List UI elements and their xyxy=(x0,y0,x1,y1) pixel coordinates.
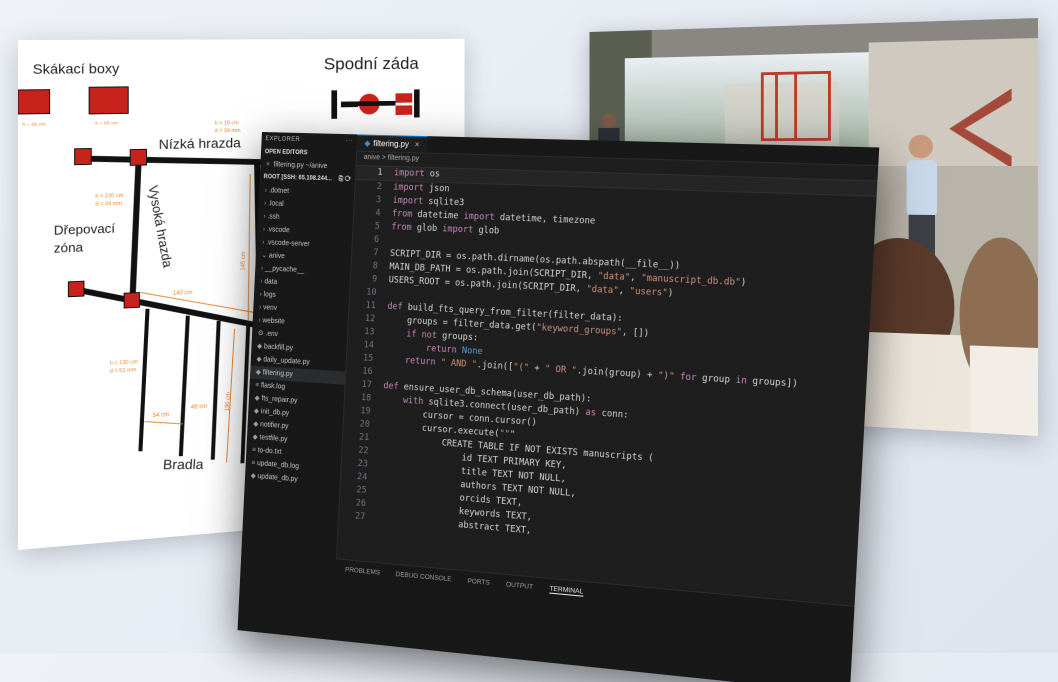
panel-tab-debug-console[interactable]: DEBUG CONSOLE xyxy=(395,570,452,584)
bottom-post-mid xyxy=(124,293,139,308)
bars-dim-d: d = 51 mm xyxy=(110,367,137,375)
python-file-icon: ◆ xyxy=(255,368,262,377)
python-file-icon: ◆ xyxy=(256,343,263,351)
tab-label: filtering.py xyxy=(373,138,410,149)
line-number: 2 xyxy=(376,181,382,193)
panel-tab-terminal[interactable]: TERMINAL xyxy=(549,585,584,597)
dim-190: 190 cm xyxy=(225,392,232,411)
vscode-window: EXPLORER ··· OPEN EDITORS × filtering.py… xyxy=(237,132,880,682)
low-bar-post-mid xyxy=(130,149,146,165)
python-file-icon: ◆ xyxy=(253,407,260,416)
explorer-actions-icon[interactable]: ⎘ ⟳ xyxy=(338,176,352,183)
squat-zone-label-1: Dřepovací xyxy=(54,221,116,238)
title-jump-boxes: Skákací boxy xyxy=(33,61,120,77)
panel-tab-ports[interactable]: PORTS xyxy=(467,577,490,587)
parallel-bar-3 xyxy=(213,321,219,460)
chevron-right-icon: › xyxy=(259,291,263,299)
code-text: import os xyxy=(393,168,441,180)
jump-box-small xyxy=(18,89,51,115)
gear-icon: ⚙ xyxy=(257,330,264,338)
python-file-icon: ◆ xyxy=(256,355,262,364)
low-bar-post-left xyxy=(75,148,92,164)
low-bar-dim-d: d = 34 mm xyxy=(215,128,241,134)
high-bar-dim-d: d = 34 mm xyxy=(95,201,122,208)
high-bar-dim-h: h = 220 cm xyxy=(95,193,124,200)
chevron-right-icon: › xyxy=(260,278,263,286)
chevron-right-icon: › xyxy=(262,239,265,247)
dim-145: 145 cm xyxy=(240,251,247,270)
title-lower-back: Spodní záda xyxy=(324,54,419,74)
chevron-right-icon: › xyxy=(264,187,268,195)
box-label-2: h = 56 cm xyxy=(95,120,118,126)
file-tree: ›.dotnet ›.local ›.ssh ›.vscode ›.vscode… xyxy=(245,184,355,490)
log-file-icon: ≡ xyxy=(251,459,256,467)
chevron-right-icon: › xyxy=(260,265,264,273)
python-file-icon: ◆ xyxy=(254,394,260,403)
high-bar xyxy=(132,165,138,304)
parallel-bar-2 xyxy=(181,316,188,457)
panel-tab-output[interactable]: OUTPUT xyxy=(505,581,534,591)
bottom-post-left xyxy=(68,281,84,297)
squat-zone-label-2: zóna xyxy=(54,239,84,255)
low-bar-dim-h: h = 18 cm xyxy=(215,120,239,126)
gym-layout-diagram: Skákací boxy Spodní záda h = 36 cm h = 5… xyxy=(18,54,420,472)
jump-box-large xyxy=(89,87,128,114)
chevron-right-icon: › xyxy=(262,226,266,234)
close-icon[interactable]: × xyxy=(414,139,420,150)
tab-filtering-py[interactable]: ◆filtering.py × xyxy=(356,134,428,153)
collage-scene: Skákací boxy Spodní záda h = 36 cm h = 5… xyxy=(18,18,1038,682)
line-number: 27 xyxy=(354,511,366,523)
text-file-icon: ≡ xyxy=(251,446,256,454)
more-actions-icon[interactable]: ··· xyxy=(345,138,354,145)
gym-layout-slide: Skákací boxy Spodní záda h = 36 cm h = 5… xyxy=(18,38,465,550)
open-editor-label: filtering.py ~/anive xyxy=(273,161,328,171)
parallel-bar-1 xyxy=(140,309,147,451)
chevron-right-icon: › xyxy=(258,317,261,325)
box-label-1: h = 36 cm xyxy=(22,122,45,128)
chevron-right-icon: › xyxy=(263,200,267,208)
dim-140: 140 cm xyxy=(173,290,193,297)
low-bar xyxy=(81,154,267,166)
python-file-icon: ◆ xyxy=(252,433,258,442)
close-icon[interactable]: × xyxy=(265,161,271,169)
panel-tab-problems[interactable]: PROBLEMS xyxy=(344,566,381,577)
log-file-icon: ≡ xyxy=(255,381,260,390)
chevron-down-icon: ⌄ xyxy=(261,252,268,260)
explorer-title: EXPLORER xyxy=(265,136,301,144)
low-bar-label: Nízká hrazda xyxy=(159,136,241,152)
python-file-icon: ◆ xyxy=(364,138,371,148)
python-file-icon: ◆ xyxy=(250,472,256,480)
root-folder-label: ROOT [SSH: 65.108.244... xyxy=(263,174,332,183)
chevron-right-icon: › xyxy=(263,213,266,221)
high-bar-label: Vysoká hrazda xyxy=(146,184,176,270)
dim-54: 54 cm xyxy=(153,412,170,419)
bars-dim-h: h = 130 cm xyxy=(110,359,138,367)
chevron-right-icon: › xyxy=(258,304,262,312)
dim-48: 48 cm xyxy=(191,404,207,411)
lower-back-icon xyxy=(331,89,420,119)
python-file-icon: ◆ xyxy=(253,420,259,429)
bottom-frame xyxy=(76,281,267,337)
explorer-header: EXPLORER ··· xyxy=(261,132,357,149)
parallel-bars-label: Bradla xyxy=(162,457,204,472)
line-number: 1 xyxy=(377,167,383,178)
